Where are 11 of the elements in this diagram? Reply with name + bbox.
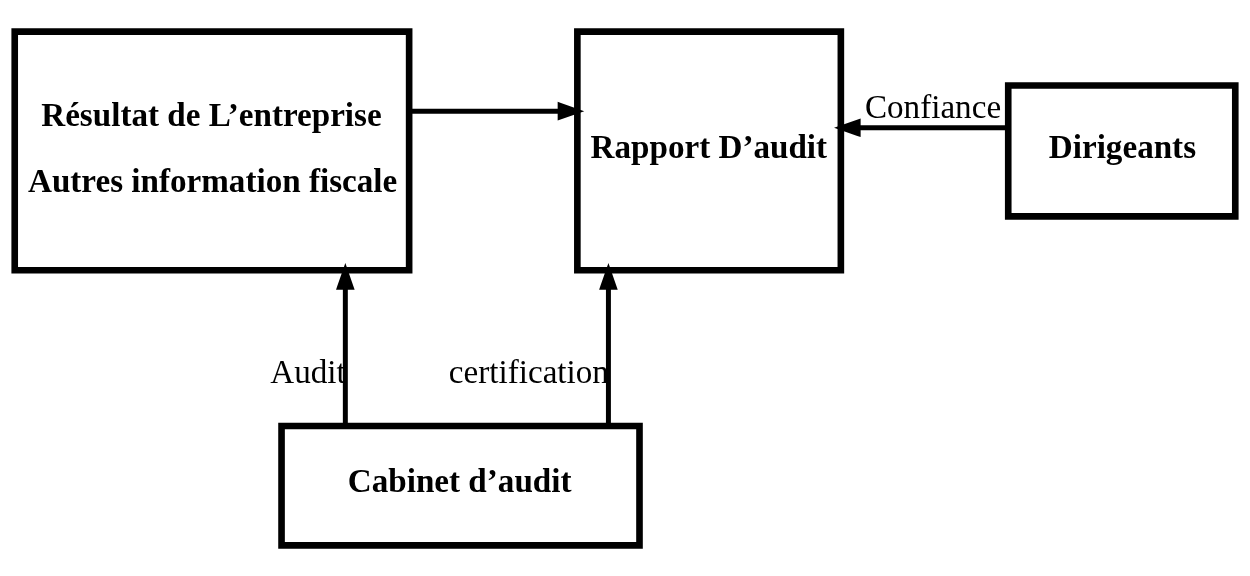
edge-label: certification [448,352,609,390]
arrow [409,101,585,120]
node-box: Cabinet d’audit [278,422,643,549]
edge-label: Audit [270,352,346,390]
arrow [599,262,618,426]
node-box: Dirigeants [1004,81,1239,220]
arrow [834,117,1008,137]
edge-label: Confiance [864,87,1002,125]
node-box: Résultat de L’entreprise Autres information fiscale [11,27,413,274]
arrow [336,262,355,426]
node-box: Rapport D’audit [574,27,845,274]
